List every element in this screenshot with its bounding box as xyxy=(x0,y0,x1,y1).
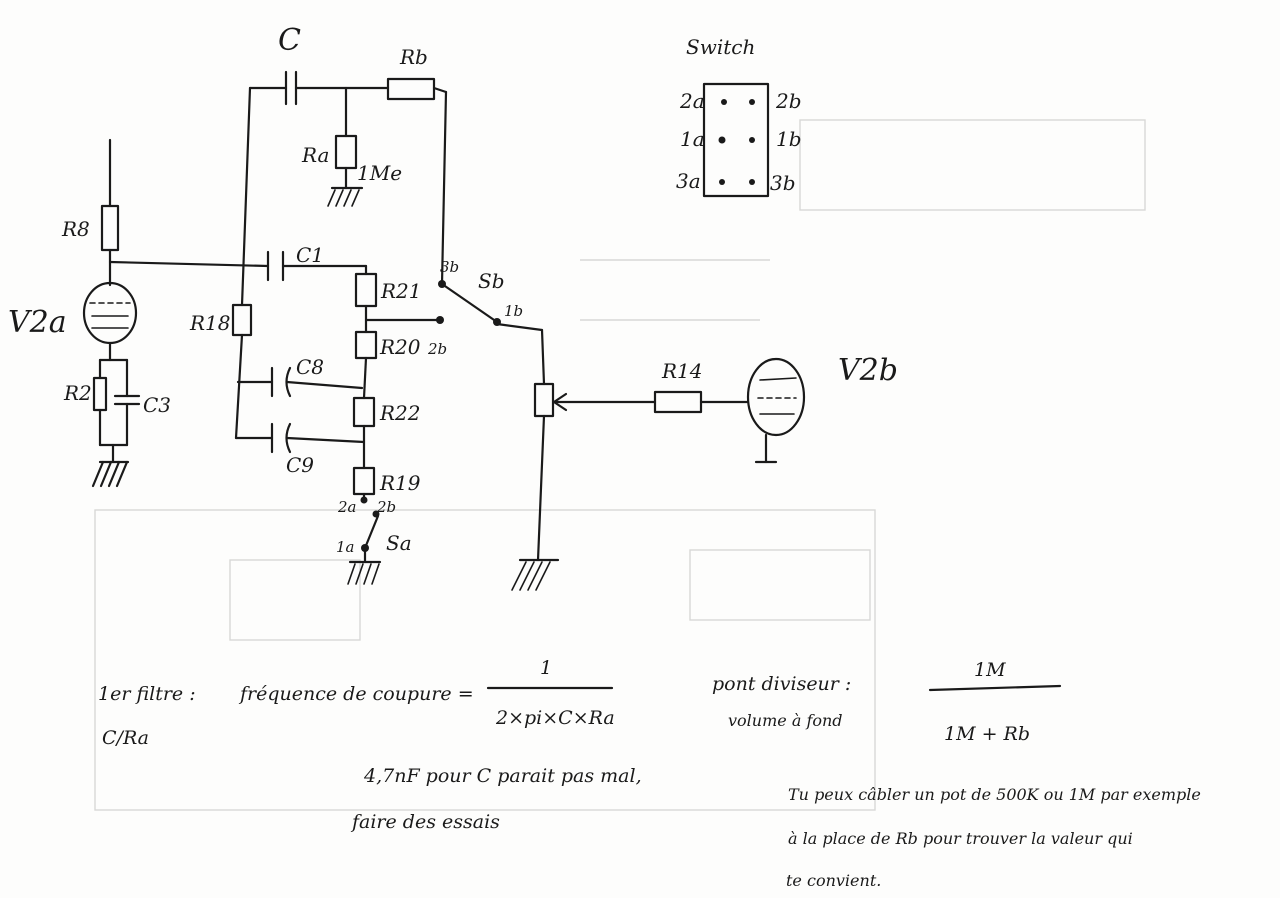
tone-stack xyxy=(231,70,448,502)
switch-left-2: 3a xyxy=(676,169,701,193)
label-r21: R21 xyxy=(380,279,422,303)
label-c: C xyxy=(278,23,301,58)
switch-right-2: 3b xyxy=(770,171,796,195)
note-divider-label: pont diviseur : xyxy=(712,673,851,695)
note-cap-1: 4,7nF pour C parait pas mal, xyxy=(363,765,642,787)
sb-terminal-2b: 2b xyxy=(427,340,447,358)
note-freq-num: 1 xyxy=(540,657,552,679)
note-divider-sub: volume à fond xyxy=(728,711,843,730)
switch-left-1: 1a xyxy=(680,127,705,151)
sa-terminal-1a: 1a xyxy=(336,538,355,556)
label-ra: Ra xyxy=(301,143,329,167)
note-pot-2: à la place de Rb pour trouver la valeur … xyxy=(788,829,1133,848)
sa-terminal-2a: 2a xyxy=(337,498,357,516)
note-pot-1: Tu peux câbler un pot de 500K ou 1M par … xyxy=(788,785,1201,804)
sa-terminal-2b: 2b xyxy=(376,498,396,516)
label-v2a: V2a xyxy=(8,305,67,340)
label-sb: Sb xyxy=(478,269,505,293)
switch-right-1: 1b xyxy=(776,127,802,151)
note-filter-sub: C/Ra xyxy=(102,727,149,749)
note-div-den: 1M + Rb xyxy=(944,723,1030,745)
label-c1: C1 xyxy=(296,243,324,267)
sb-terminal-3b: 3b xyxy=(440,258,459,276)
note-cap-2: faire des essais xyxy=(350,811,500,833)
note-div-num: 1M xyxy=(974,659,1006,681)
label-ra-value: 1Me xyxy=(357,161,402,185)
label-r8: R8 xyxy=(61,217,90,241)
label-r18: R18 xyxy=(189,311,231,335)
switch-pinout xyxy=(702,82,770,198)
switch-right-0: 2b xyxy=(775,89,802,113)
label-r14: R14 xyxy=(661,359,703,383)
v2a-stage xyxy=(82,138,270,488)
note-freq-label: fréquence de coupure = xyxy=(238,683,474,705)
label-c8: C8 xyxy=(296,355,324,379)
label-r22: R22 xyxy=(379,401,421,425)
label-c9: C9 xyxy=(286,453,314,477)
label-r20: R20 xyxy=(379,335,421,359)
v2b-stage xyxy=(653,357,806,464)
label-c3: C3 xyxy=(143,393,171,417)
note-filter-title: 1er filtre : xyxy=(98,683,196,705)
label-r2: R2 xyxy=(63,381,92,405)
label-v2b: V2b xyxy=(838,353,898,388)
label-r19: R19 xyxy=(379,471,421,495)
switch-title: Switch xyxy=(686,35,755,59)
switch-sb xyxy=(438,280,657,591)
switch-left-0: 2a xyxy=(679,89,705,113)
note-freq-den: 2×pi×C×Ra xyxy=(495,707,615,729)
sb-terminal-1b: 1b xyxy=(504,302,523,320)
label-rb: Rb xyxy=(399,45,428,69)
label-sa: Sa xyxy=(386,531,412,555)
note-pot-3: te convient. xyxy=(786,871,881,890)
paper-ghost xyxy=(94,119,1146,811)
switch-sa xyxy=(347,496,382,585)
